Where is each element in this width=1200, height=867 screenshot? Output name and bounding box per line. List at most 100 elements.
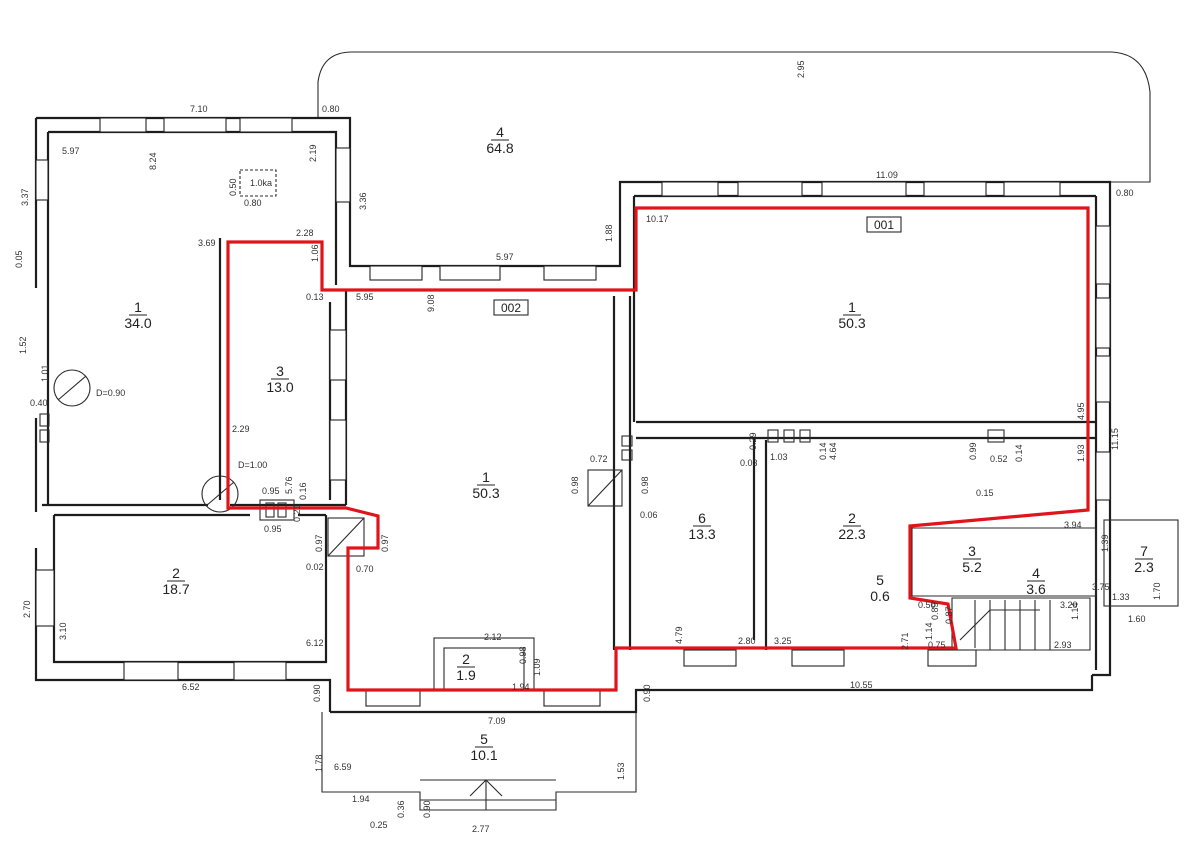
dimension-label: 0.98 bbox=[518, 646, 528, 664]
dimension-label: 0.16 bbox=[298, 482, 308, 500]
dimension-label: 1.88 bbox=[604, 224, 614, 242]
room-number: 2 bbox=[172, 565, 180, 581]
dimension-label: 0.36 bbox=[396, 800, 406, 818]
dimension-label: 2.12 bbox=[484, 632, 502, 642]
room-area: 13.0 bbox=[266, 379, 293, 395]
dimension-label: 1.03 bbox=[770, 452, 788, 462]
dimension-label: 0.50 bbox=[918, 600, 936, 610]
dimension-label: 0.95 bbox=[262, 486, 280, 496]
dimension-label: 8.24 bbox=[148, 152, 158, 170]
fixtures bbox=[39, 169, 1179, 811]
dimension-label: 0.95 bbox=[264, 524, 282, 534]
dimension-label: 0.90 bbox=[642, 684, 652, 702]
room-number: 6 bbox=[698, 510, 706, 526]
dimension-label: 7.10 bbox=[190, 104, 208, 114]
dimension-label: 0.15 bbox=[976, 488, 994, 498]
dimension-label: 1.94 bbox=[352, 794, 370, 804]
dimension-label: 0.80 bbox=[1116, 188, 1134, 198]
dimension-label: 0.72 bbox=[590, 454, 608, 464]
dimension-label: 0.80 bbox=[244, 198, 262, 208]
dimension-label: 9.08 bbox=[426, 294, 436, 312]
tag-002: 002 bbox=[501, 301, 521, 315]
dimension-label: 1.14 bbox=[1070, 602, 1080, 620]
dimension-label: 2.19 bbox=[308, 144, 318, 162]
dimension-label: 6.12 bbox=[306, 638, 324, 648]
dimension-label: 0.14 bbox=[818, 442, 828, 460]
dimension-label: 11.09 bbox=[876, 170, 898, 180]
room-area: 5.2 bbox=[962, 559, 982, 575]
stove-icon bbox=[53, 369, 91, 407]
dimension-label: 0.97 bbox=[314, 534, 324, 552]
room-number: 1 bbox=[848, 299, 856, 315]
dimension-label: 0.29 bbox=[748, 432, 758, 450]
dimension-label: 0.40 bbox=[30, 398, 48, 408]
dimension-label: 2.71 bbox=[900, 632, 910, 650]
dimension-label: 1.53 bbox=[616, 762, 626, 780]
room-area: 10.1 bbox=[470, 747, 497, 763]
room-number: 3 bbox=[276, 363, 284, 379]
dimension-label: 0.52 bbox=[990, 454, 1008, 464]
dimension-label: 3.94 bbox=[1064, 520, 1082, 530]
dimension-label: 0.99 bbox=[968, 442, 978, 460]
dimension-label: 3.20 bbox=[1060, 600, 1078, 610]
stove-label: D=1.00 bbox=[238, 460, 267, 470]
dimension-label: 0.87 bbox=[944, 606, 954, 624]
room-area: 13.3 bbox=[688, 526, 715, 542]
room-number: 5 bbox=[876, 572, 884, 588]
dimension-label: 7.09 bbox=[488, 716, 506, 726]
dimension-label: 10.55 bbox=[850, 680, 873, 690]
box-label: 1.0ka bbox=[250, 178, 272, 188]
dimension-label: 5.95 bbox=[356, 292, 374, 302]
dimension-label: 1.14 bbox=[924, 622, 934, 640]
room-area: 3.6 bbox=[1026, 581, 1046, 597]
dimension-label: 3.25 bbox=[774, 636, 792, 646]
dimension-label: 0.98 bbox=[640, 476, 650, 494]
room-area: 18.7 bbox=[162, 581, 189, 597]
room-number: 7 bbox=[1140, 543, 1148, 559]
dimension-label: 3.75 bbox=[1092, 582, 1110, 592]
dimension-label: 2.70 bbox=[22, 600, 32, 618]
dimension-label: 1.70 bbox=[1152, 582, 1162, 600]
tag-box bbox=[866, 216, 902, 233]
room-area: 0.6 bbox=[870, 588, 890, 604]
dimension-label: 1.78 bbox=[314, 754, 324, 772]
windows bbox=[35, 117, 1111, 707]
dimension-label: 3.37 bbox=[20, 188, 30, 206]
dimension-label: 1.33 bbox=[1112, 592, 1130, 602]
highlight-outline bbox=[226, 206, 1090, 692]
dimension-label: 1.01 bbox=[40, 364, 50, 382]
dimension-label: 0.06 bbox=[640, 510, 658, 520]
dimension-label: 6.59 bbox=[334, 762, 352, 772]
dimension-label: 10.17 bbox=[646, 214, 669, 224]
dimension-label: 1.39 bbox=[1100, 534, 1110, 552]
dimension-label: 0.05 bbox=[14, 250, 24, 268]
terrace-outline bbox=[317, 51, 1151, 183]
dimension-label: 4.95 bbox=[1076, 402, 1086, 420]
dimension-label: 1.94 bbox=[512, 682, 530, 692]
dimension-label: 0.90 bbox=[422, 800, 432, 818]
room-number: 5 bbox=[480, 731, 488, 747]
tag-box bbox=[493, 299, 529, 316]
dimension-label: 5.76 bbox=[284, 476, 294, 494]
room-number: 2 bbox=[462, 651, 470, 667]
room-area: 50.3 bbox=[838, 315, 865, 331]
dimension-label: 1.06 bbox=[310, 244, 320, 262]
dimension-label: 1.09 bbox=[532, 658, 542, 676]
dimension-label: 11.15 bbox=[1110, 428, 1120, 450]
dimension-label: 0.98 bbox=[570, 476, 580, 494]
dimension-label: 2.28 bbox=[296, 228, 314, 238]
dimension-label: 0.89 bbox=[930, 602, 940, 620]
dimension-label: 2.29 bbox=[232, 424, 250, 434]
tag-001: 001 bbox=[874, 218, 894, 232]
room-number: 4 bbox=[496, 124, 504, 140]
dimension-label: 0.97 bbox=[380, 534, 390, 552]
dimension-label: 0.25 bbox=[370, 820, 388, 830]
dimension-label: 0.75 bbox=[928, 640, 946, 650]
room-number: 1 bbox=[134, 299, 142, 315]
room-area: 64.8 bbox=[486, 140, 513, 156]
dimension-label: 2.95 bbox=[796, 60, 806, 78]
dimension-label: 4.64 bbox=[828, 442, 838, 460]
dimension-label: 5.97 bbox=[496, 252, 514, 262]
